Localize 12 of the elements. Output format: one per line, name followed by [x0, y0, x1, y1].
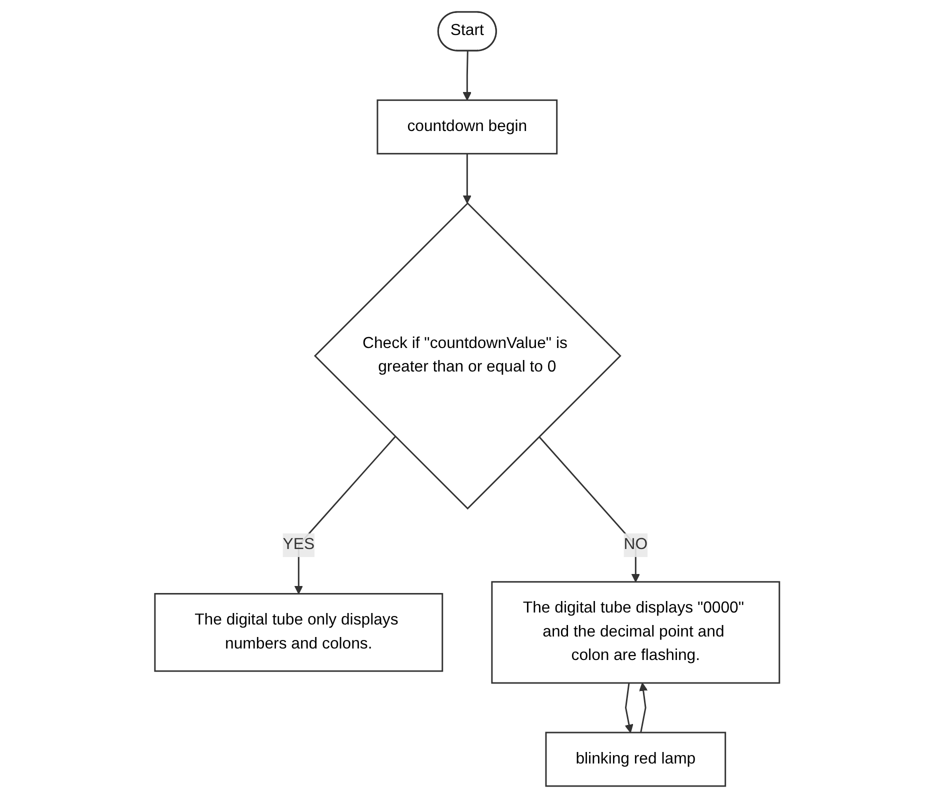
arrow	[462, 51, 472, 101]
edge-label: YES	[282, 536, 314, 554]
arrow	[624, 682, 634, 733]
arrow	[638, 682, 648, 733]
node-box: countdown begin	[376, 99, 558, 154]
node-diamond: Check if "countdownValue" is greater than or equal to 0	[314, 202, 622, 510]
arrow	[462, 154, 472, 204]
node-box: The digital tube only displays numbers and colons.	[154, 593, 443, 672]
node-box: The digital tube displays "0000" and the decimal point and colon are flashing.	[491, 581, 780, 684]
arrow	[538, 436, 640, 582]
edge-label: NO	[624, 536, 648, 554]
node-box: blinking red lamp	[545, 732, 726, 787]
